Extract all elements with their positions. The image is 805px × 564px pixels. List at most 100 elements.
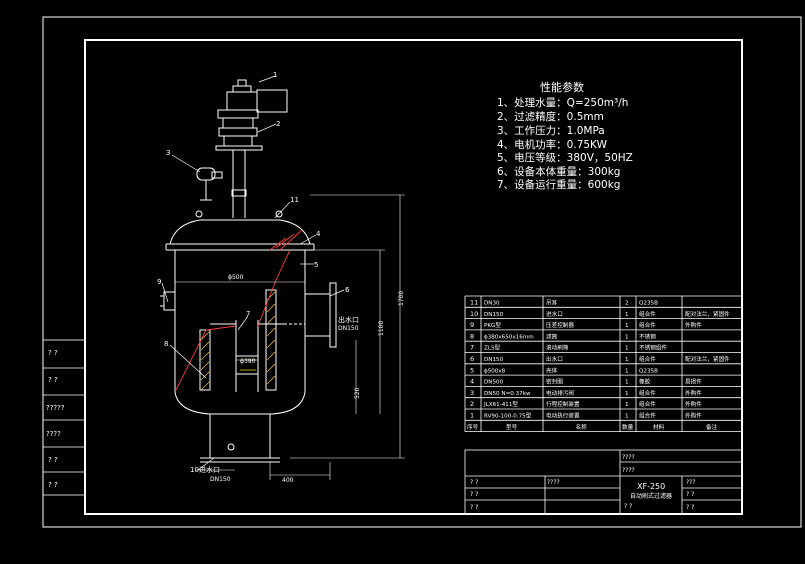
bom-cell-code: DN150 xyxy=(484,312,504,318)
params-title: 性能参数 xyxy=(540,80,584,94)
bom-cell-code: DN500 xyxy=(484,380,504,386)
side-strip-cell: ????? xyxy=(46,404,65,412)
bom-cell-no: 1 xyxy=(470,412,474,420)
inner-frame xyxy=(84,39,743,515)
bom-cell-note: 易损件 xyxy=(685,378,702,386)
section-lines xyxy=(175,229,303,391)
bom-cell-no: 7 xyxy=(470,344,474,352)
callout-6: 6 xyxy=(345,286,350,294)
dim-body-height: 1100 xyxy=(378,321,385,336)
bom-cell-note: 外购件 xyxy=(685,400,702,408)
bom-cell-mat: Q235B xyxy=(639,368,658,374)
bom-cell-no: 11 xyxy=(470,299,478,307)
bom-cell-qty: 1 xyxy=(625,380,629,386)
params-line: 7、设备运行重量：600kg xyxy=(497,178,620,191)
dim-total-height: 1700 xyxy=(398,291,405,306)
bom-cell-no: 8 xyxy=(470,332,474,340)
params-line: 6、设备本体重量：300kg xyxy=(497,165,620,178)
bom-cell-name: 出水口 xyxy=(546,355,563,363)
outer-frame xyxy=(42,16,802,528)
bom-cell-qty: 1 xyxy=(625,414,629,420)
outlet-size: DN150 xyxy=(338,325,359,332)
bom-cell-note: 外购件 xyxy=(685,389,702,397)
bom-cell-code: ϕ380x650x16mm xyxy=(484,334,534,340)
bom-cell-mat: Q235B xyxy=(639,301,658,307)
bom-cell-qty: 1 xyxy=(625,402,629,408)
tb-cell-5: ??? xyxy=(686,479,696,486)
bom-header-code: 型号 xyxy=(506,423,518,431)
bom-cell-name: 壳体 xyxy=(546,366,558,374)
callout-8: 8 xyxy=(164,340,168,348)
bom-cell-no: 10 xyxy=(470,310,478,318)
bom-cell-qty: 1 xyxy=(625,323,629,329)
side-strip-cell: ? ? xyxy=(48,349,58,357)
tb-cell-4c: ? ? xyxy=(470,504,478,511)
bom-cell-qty: 1 xyxy=(625,312,629,318)
side-strip-cell: ? ? xyxy=(48,376,58,384)
inlet-label: 进水口 xyxy=(199,465,220,474)
dim-base-width: 400 xyxy=(282,477,294,484)
bom-cell-name: 滤筒 xyxy=(546,332,558,340)
callout-5: 5 xyxy=(314,261,318,269)
bom-header-name: 名称 xyxy=(576,423,588,431)
bom-header-mat: 材料 xyxy=(653,423,665,431)
params-line: 3、工作压力：1.0MPa xyxy=(497,124,605,137)
tb-desc: 自动刷式过滤器 xyxy=(630,492,672,500)
dim-inner: ϕ390 xyxy=(240,358,256,365)
bom-cell-no: 2 xyxy=(470,400,474,408)
side-strip-cell: ? ? xyxy=(48,456,58,464)
bom-cell-name: 密封圈 xyxy=(546,378,563,386)
bom-cell-code: DN50 N=0.37kw xyxy=(484,391,531,397)
bom-cell-code: ZLS型 xyxy=(484,344,500,352)
bom-cell-code: RV90-100-0.75型 xyxy=(484,412,532,420)
bom-header-qty: 数量 xyxy=(622,423,634,431)
params-line: 1、处理水量：Q=250m³/h xyxy=(497,97,628,109)
bom-header-no: 序号 xyxy=(467,423,479,431)
side-valve xyxy=(163,291,176,311)
callout-1: 1 xyxy=(273,71,277,79)
bom-cell-mat: 组合件 xyxy=(639,355,656,363)
callout-2: 2 xyxy=(276,120,280,128)
bom-cell-note: 配对法兰，紧固件 xyxy=(685,310,730,318)
bom-cell-note: 外购件 xyxy=(685,321,702,329)
tb-cell-1: ???? xyxy=(622,454,635,461)
outlet-label: 出水口 xyxy=(338,315,359,324)
bom-cell-code: DN30 xyxy=(484,301,500,307)
outlet-flange xyxy=(329,282,337,348)
bom-cell-mat: 组合件 xyxy=(639,310,656,318)
dim-diameter: ϕ500 xyxy=(228,274,244,281)
bom-cell-name: 电动排污阀 xyxy=(546,389,574,397)
bom-cell-name: 进水口 xyxy=(546,310,563,318)
bom-cell-note: 配对法兰，紧固件 xyxy=(685,355,730,363)
filter-cylinder xyxy=(199,329,211,391)
tb-cell-4b: ? ? xyxy=(470,491,478,498)
bom-cell-no: 4 xyxy=(470,378,474,386)
bom-cell-no: 5 xyxy=(470,366,474,374)
side-strip-cell: ? ? xyxy=(48,481,58,489)
bom-cell-note: 外购件 xyxy=(685,412,702,420)
tb-cell-2: ???? xyxy=(622,467,635,474)
tb-cell-6b: ? ? xyxy=(686,504,694,511)
tb-cell-6: ? ? xyxy=(686,491,694,498)
callout-11: 11 xyxy=(290,196,299,204)
bom-cell-qty: 2 xyxy=(625,301,629,307)
bom-cell-qty: 1 xyxy=(625,368,629,374)
callout-4: 4 xyxy=(316,230,321,238)
side-strip: ? ? ? ? ????? ???? ? ? ? ? xyxy=(42,339,86,496)
callout-10: 10 xyxy=(190,466,199,474)
bom-cell-name: 滚动刷筛 xyxy=(546,344,569,352)
bom-cell-qty: 1 xyxy=(625,357,629,363)
bom-cell-no: 9 xyxy=(470,321,474,329)
bom-cell-code: JLX61-411型 xyxy=(483,400,518,408)
params-line: 5、电压等级：380V，50HZ xyxy=(497,151,633,164)
tb-cell-6c: ? ? xyxy=(624,503,632,510)
tb-model: XF-250 xyxy=(637,482,665,491)
bom-cell-name: 行程控制装置 xyxy=(546,400,580,408)
bom-cell-mat: 橡胶 xyxy=(639,378,651,386)
tb-cell-3: ???? xyxy=(547,479,560,486)
filter-drawing xyxy=(160,79,337,463)
title-block xyxy=(464,449,743,515)
bom-cell-code: PKG型 xyxy=(484,321,501,329)
